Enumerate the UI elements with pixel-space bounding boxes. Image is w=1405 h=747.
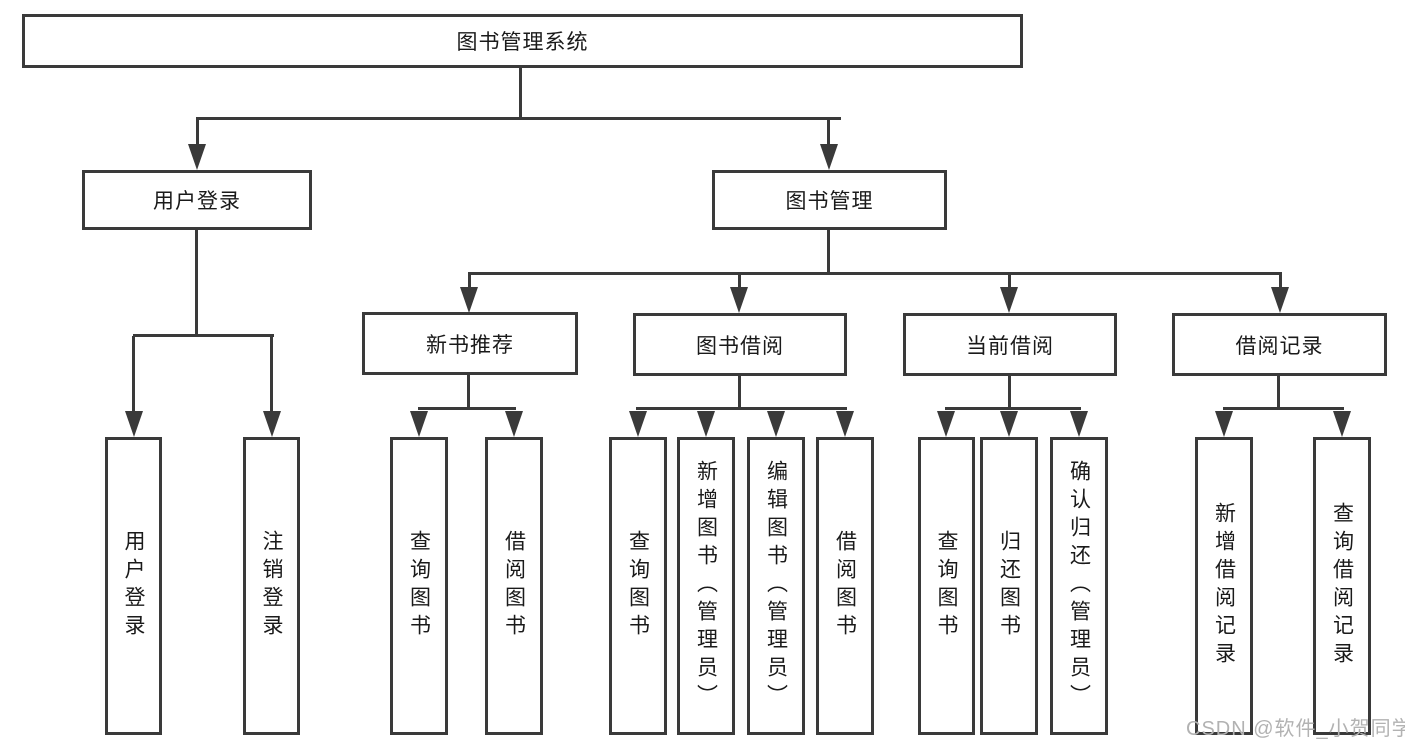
arrow-down-icon — [1070, 411, 1088, 437]
arrow-down-icon — [410, 411, 428, 437]
arrow-down-icon — [1271, 287, 1289, 313]
arrow-down-icon — [188, 144, 206, 170]
leaf-edit-book-admin-label: 编辑图书（管理员） — [764, 460, 788, 712]
node-new-book-recommend: 新书推荐 — [362, 312, 578, 375]
leaf-add-borrow-record: 新增借阅记录 — [1195, 437, 1253, 735]
node-book-management-label: 图书管理 — [785, 190, 874, 213]
node-user-login: 用户登录 — [82, 170, 312, 230]
connector-section-stem — [468, 274, 471, 290]
leaf-borrow-books-recommend: 借阅图书 — [485, 437, 543, 735]
leaf-query-books-current-label: 查询图书 — [935, 530, 958, 642]
connector-login-stem — [196, 119, 199, 147]
connector-section-stem — [1008, 274, 1011, 290]
connector-leaf-stem — [270, 336, 273, 414]
arrow-down-icon — [125, 411, 143, 437]
leaf-add-book-admin-label: 新增图书（管理员） — [694, 460, 718, 712]
arrow-down-icon — [1333, 411, 1351, 437]
connector-section2-trunk — [1008, 375, 1011, 409]
arrow-down-icon — [629, 411, 647, 437]
node-library-system-label: 图书管理系统 — [456, 31, 589, 54]
leaf-query-books-recommend-label: 查询图书 — [407, 530, 431, 642]
leaf-borrow-books-recommend-label: 借阅图书 — [502, 530, 526, 642]
arrow-down-icon — [1215, 411, 1233, 437]
connector-section-stem — [1279, 274, 1282, 290]
leaf-return-book: 归还图书 — [980, 437, 1038, 735]
leaf-user-login-label: 用户登录 — [122, 530, 145, 642]
arrow-down-icon — [937, 411, 955, 437]
connector-section3-trunk — [1277, 375, 1280, 409]
leaf-add-borrow-record-label: 新增借阅记录 — [1212, 502, 1236, 670]
node-new-book-recommend-label: 新书推荐 — [426, 333, 514, 357]
connector-section0-trunk — [467, 374, 470, 409]
connector-login-branch — [133, 334, 274, 337]
node-library-system: 图书管理系统 — [22, 14, 1023, 68]
connector-section-stem — [738, 274, 741, 290]
connector-login-trunk — [195, 229, 198, 336]
leaf-query-books-current: 查询图书 — [918, 437, 975, 735]
csdn-watermark: CSDN @软件_小贺同学 — [1186, 718, 1405, 740]
arrow-down-icon — [820, 144, 838, 170]
leaf-confirm-return-admin-label: 确认归还（管理员） — [1067, 460, 1091, 712]
node-current-borrow-label: 当前借阅 — [966, 334, 1054, 358]
arrow-down-icon — [697, 411, 715, 437]
connector-section0-branch — [418, 407, 516, 410]
node-user-login-label: 用户登录 — [153, 190, 241, 213]
node-current-borrow: 当前借阅 — [903, 313, 1117, 376]
leaf-borrow-books-borrow: 借阅图书 — [816, 437, 874, 735]
connector-root-trunk — [519, 67, 522, 119]
connector-management-stem — [827, 119, 830, 147]
leaf-borrow-books-borrow-label: 借阅图书 — [833, 530, 857, 642]
leaf-query-books-borrow: 查询图书 — [609, 437, 667, 735]
leaf-query-borrow-record-label: 查询借阅记录 — [1330, 502, 1354, 670]
connector-section3-branch — [1223, 407, 1344, 410]
arrow-down-icon — [767, 411, 785, 437]
node-book-borrow-label: 图书借阅 — [696, 334, 784, 358]
connector-section1-trunk — [738, 375, 741, 409]
node-book-borrow: 图书借阅 — [633, 313, 847, 376]
leaf-user-login: 用户登录 — [105, 437, 162, 735]
leaf-query-borrow-record: 查询借阅记录 — [1313, 437, 1371, 735]
arrow-down-icon — [263, 411, 281, 437]
leaf-edit-book-admin: 编辑图书（管理员） — [747, 437, 805, 735]
connector-leaf-stem — [132, 336, 135, 414]
connector-management-trunk — [827, 229, 830, 274]
node-book-management: 图书管理 — [712, 170, 947, 230]
connector-level1-branch — [196, 117, 841, 120]
arrow-down-icon — [1000, 411, 1018, 437]
leaf-query-books-recommend: 查询图书 — [390, 437, 448, 735]
arrow-down-icon — [1000, 287, 1018, 313]
leaf-add-book-admin: 新增图书（管理员） — [677, 437, 735, 735]
leaf-logout-label: 注销登录 — [260, 530, 283, 642]
leaf-confirm-return-admin: 确认归还（管理员） — [1050, 437, 1108, 735]
node-borrow-records-label: 借阅记录 — [1235, 334, 1324, 358]
arrow-down-icon — [505, 411, 523, 437]
leaf-return-book-label: 归还图书 — [997, 530, 1021, 642]
arrow-down-icon — [730, 287, 748, 313]
connector-section1-branch — [636, 407, 847, 410]
leaf-logout: 注销登录 — [243, 437, 300, 735]
leaf-query-books-borrow-label: 查询图书 — [626, 530, 650, 642]
node-borrow-records: 借阅记录 — [1172, 313, 1387, 376]
connector-sections-branch — [468, 272, 1282, 275]
arrow-down-icon — [836, 411, 854, 437]
connector-section2-branch — [945, 407, 1081, 410]
arrow-down-icon — [460, 287, 478, 313]
